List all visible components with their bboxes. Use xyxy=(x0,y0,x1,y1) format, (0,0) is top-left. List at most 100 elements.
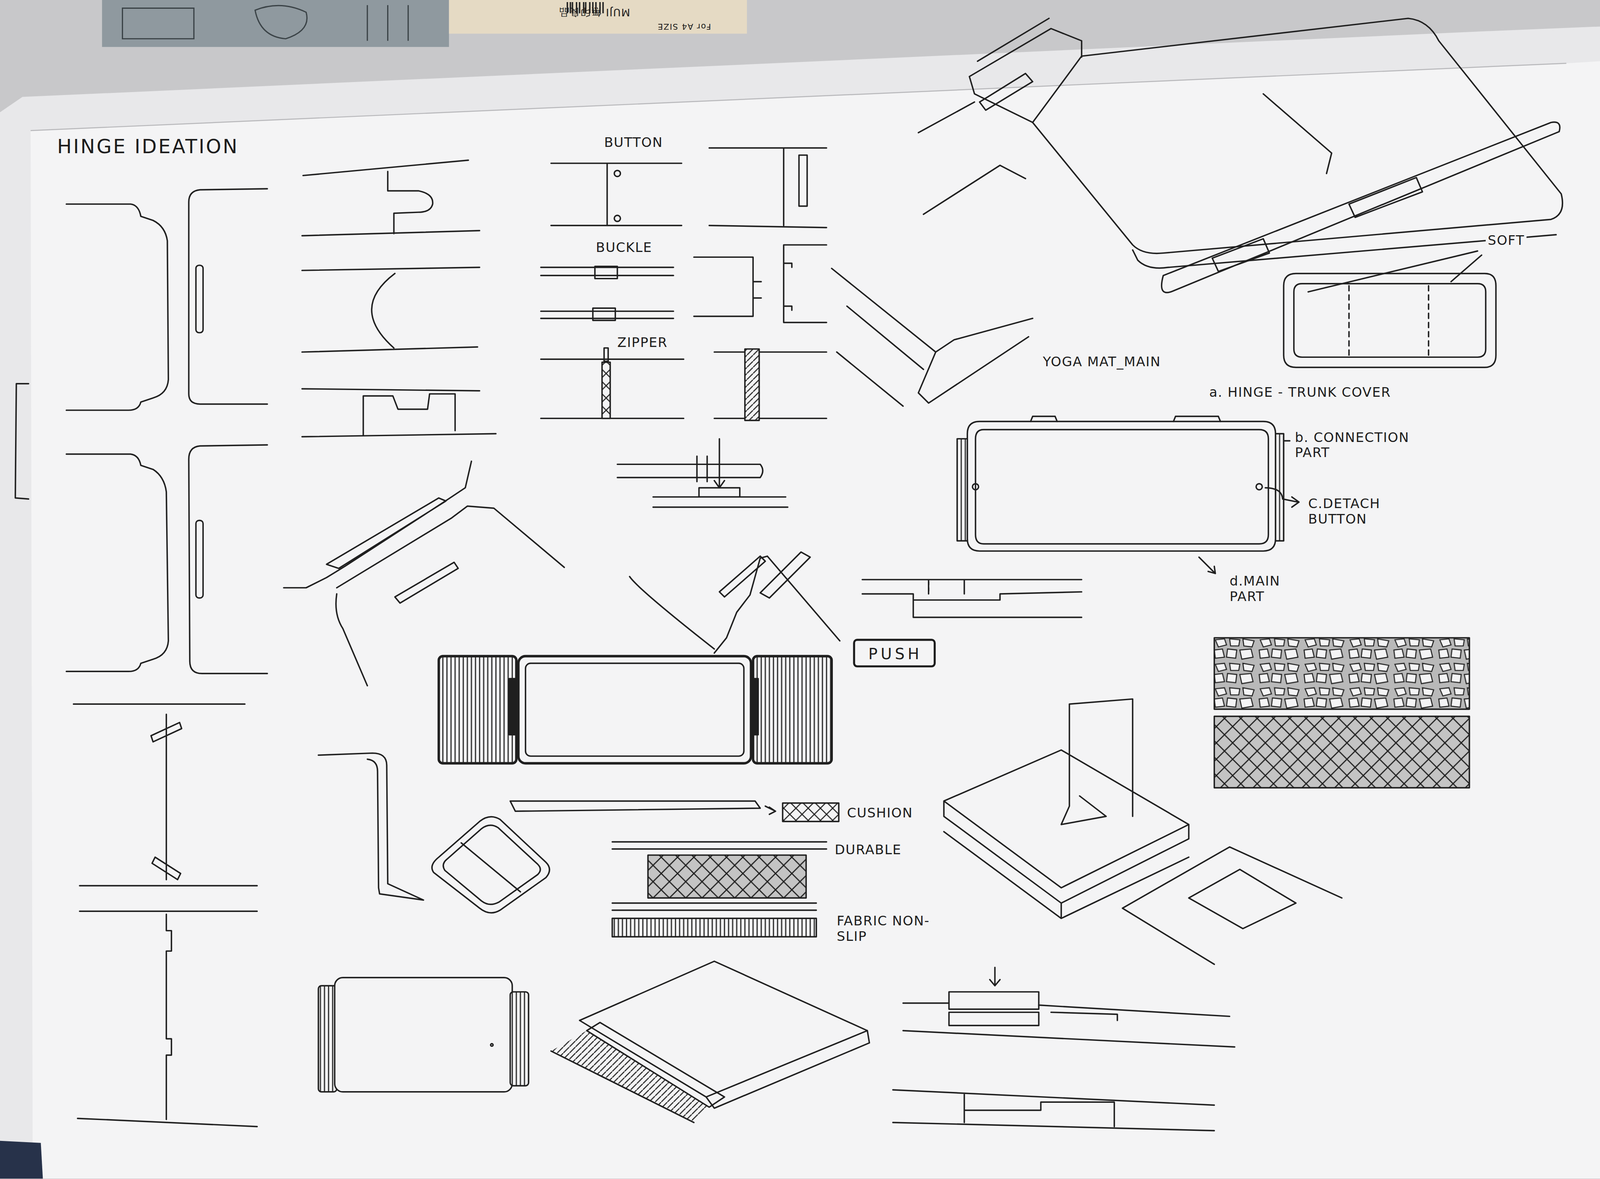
layer-line xyxy=(612,841,827,910)
iso-mat xyxy=(551,961,870,1123)
tab xyxy=(948,1012,1039,1026)
non-slip-layer xyxy=(612,918,817,937)
fringe xyxy=(957,438,968,541)
push-tab xyxy=(698,487,740,497)
joint-section xyxy=(892,1089,1215,1131)
texture-swatch xyxy=(1214,637,1470,710)
fold-line xyxy=(1348,285,1429,356)
sketch-label: C.DETACH BUTTON xyxy=(1306,495,1413,529)
base-plane xyxy=(1122,847,1342,965)
buckle-joint xyxy=(693,244,827,323)
card-print xyxy=(122,5,409,41)
hinge-panel xyxy=(66,454,169,672)
u-channel xyxy=(318,752,424,900)
sketches xyxy=(15,18,1563,1131)
sketch-label: SOFT xyxy=(1485,232,1527,250)
cushion-swatch xyxy=(782,803,839,822)
sketch-label: BUTTON xyxy=(602,134,666,152)
zipper xyxy=(602,362,611,419)
slot-joint xyxy=(709,148,827,228)
leader-arrow xyxy=(1199,440,1300,574)
sketch-label: BUCKLE xyxy=(593,239,655,257)
bracket xyxy=(15,383,29,500)
joint-profile xyxy=(302,388,496,437)
button-text: PUSH xyxy=(868,644,923,664)
slot xyxy=(195,520,203,598)
sketch-label: MUJI 無印良品 xyxy=(556,5,632,19)
hinge-rod xyxy=(1161,122,1560,293)
iso-step xyxy=(831,268,1033,406)
fringe xyxy=(1275,433,1285,541)
hatched-side xyxy=(551,1030,710,1123)
durable-layer xyxy=(647,855,807,898)
main-part xyxy=(967,421,1276,552)
down-arrow xyxy=(1061,698,1133,825)
tab xyxy=(1030,416,1221,422)
sketch-label: b. CONNECTION PART xyxy=(1292,429,1432,463)
button-dot xyxy=(614,215,621,222)
buckle xyxy=(593,308,616,321)
hinge-panel xyxy=(66,204,169,411)
hinge-panel xyxy=(188,444,268,674)
hatched-end xyxy=(438,656,517,764)
zipper xyxy=(744,349,760,421)
trunk-cover xyxy=(918,18,1082,215)
zipper-joint xyxy=(540,351,827,419)
hatched-end xyxy=(510,991,529,1086)
button-joint xyxy=(551,163,682,226)
slot xyxy=(798,155,808,207)
joint-section xyxy=(77,914,257,1127)
hinge-panel xyxy=(188,188,268,404)
sketch-label: d.MAIN PART xyxy=(1227,573,1314,607)
detach-button xyxy=(1255,483,1263,491)
mat-body xyxy=(518,656,752,764)
cover-corner xyxy=(0,1140,43,1179)
tab xyxy=(948,991,1039,1010)
texture-swatch xyxy=(1214,716,1470,789)
buckle-joint xyxy=(540,267,674,319)
sketch-label: FABRIC NON-SLIP xyxy=(834,913,941,946)
slot xyxy=(752,678,759,735)
zipper-pull xyxy=(603,347,609,362)
push-joint xyxy=(617,438,788,507)
sketch-label: For A4 SIZE xyxy=(654,20,713,32)
push-button: PUSH xyxy=(852,638,936,668)
dot xyxy=(490,1043,494,1047)
slot xyxy=(195,265,203,333)
sketch-label: ZIPPER xyxy=(615,334,670,352)
sketch-label: DURABLE xyxy=(832,841,904,859)
sheet-edge xyxy=(30,63,1567,131)
page-title: HINGE IDEATION xyxy=(55,134,242,160)
push-section xyxy=(862,579,1082,618)
leader-line xyxy=(1308,251,1482,293)
sketch-label: a. HINGE - TRUNK COVER xyxy=(1207,384,1393,402)
mat-body xyxy=(334,977,513,1092)
joint-section xyxy=(903,967,1235,1047)
iso-hinge xyxy=(629,552,840,653)
front-sheet xyxy=(30,61,1600,1179)
slot xyxy=(509,678,516,735)
back-sheet xyxy=(0,26,1600,1179)
detach-button xyxy=(972,483,979,491)
joint-profile xyxy=(302,267,480,352)
layer-arrow xyxy=(510,801,776,815)
hatched-end xyxy=(752,656,832,764)
button-dot xyxy=(614,170,621,177)
mat-inner xyxy=(525,663,745,757)
soft-mat xyxy=(1283,273,1496,368)
layer-stack xyxy=(943,749,1189,919)
muji-tag xyxy=(449,0,748,34)
buckle xyxy=(594,266,618,279)
iso-hinge xyxy=(283,461,565,686)
dash xyxy=(927,581,930,594)
card xyxy=(102,0,450,47)
yoga-mat xyxy=(1032,18,1563,269)
joint-profile xyxy=(302,160,480,236)
folded-mat xyxy=(431,816,550,914)
joint-section xyxy=(73,703,258,912)
